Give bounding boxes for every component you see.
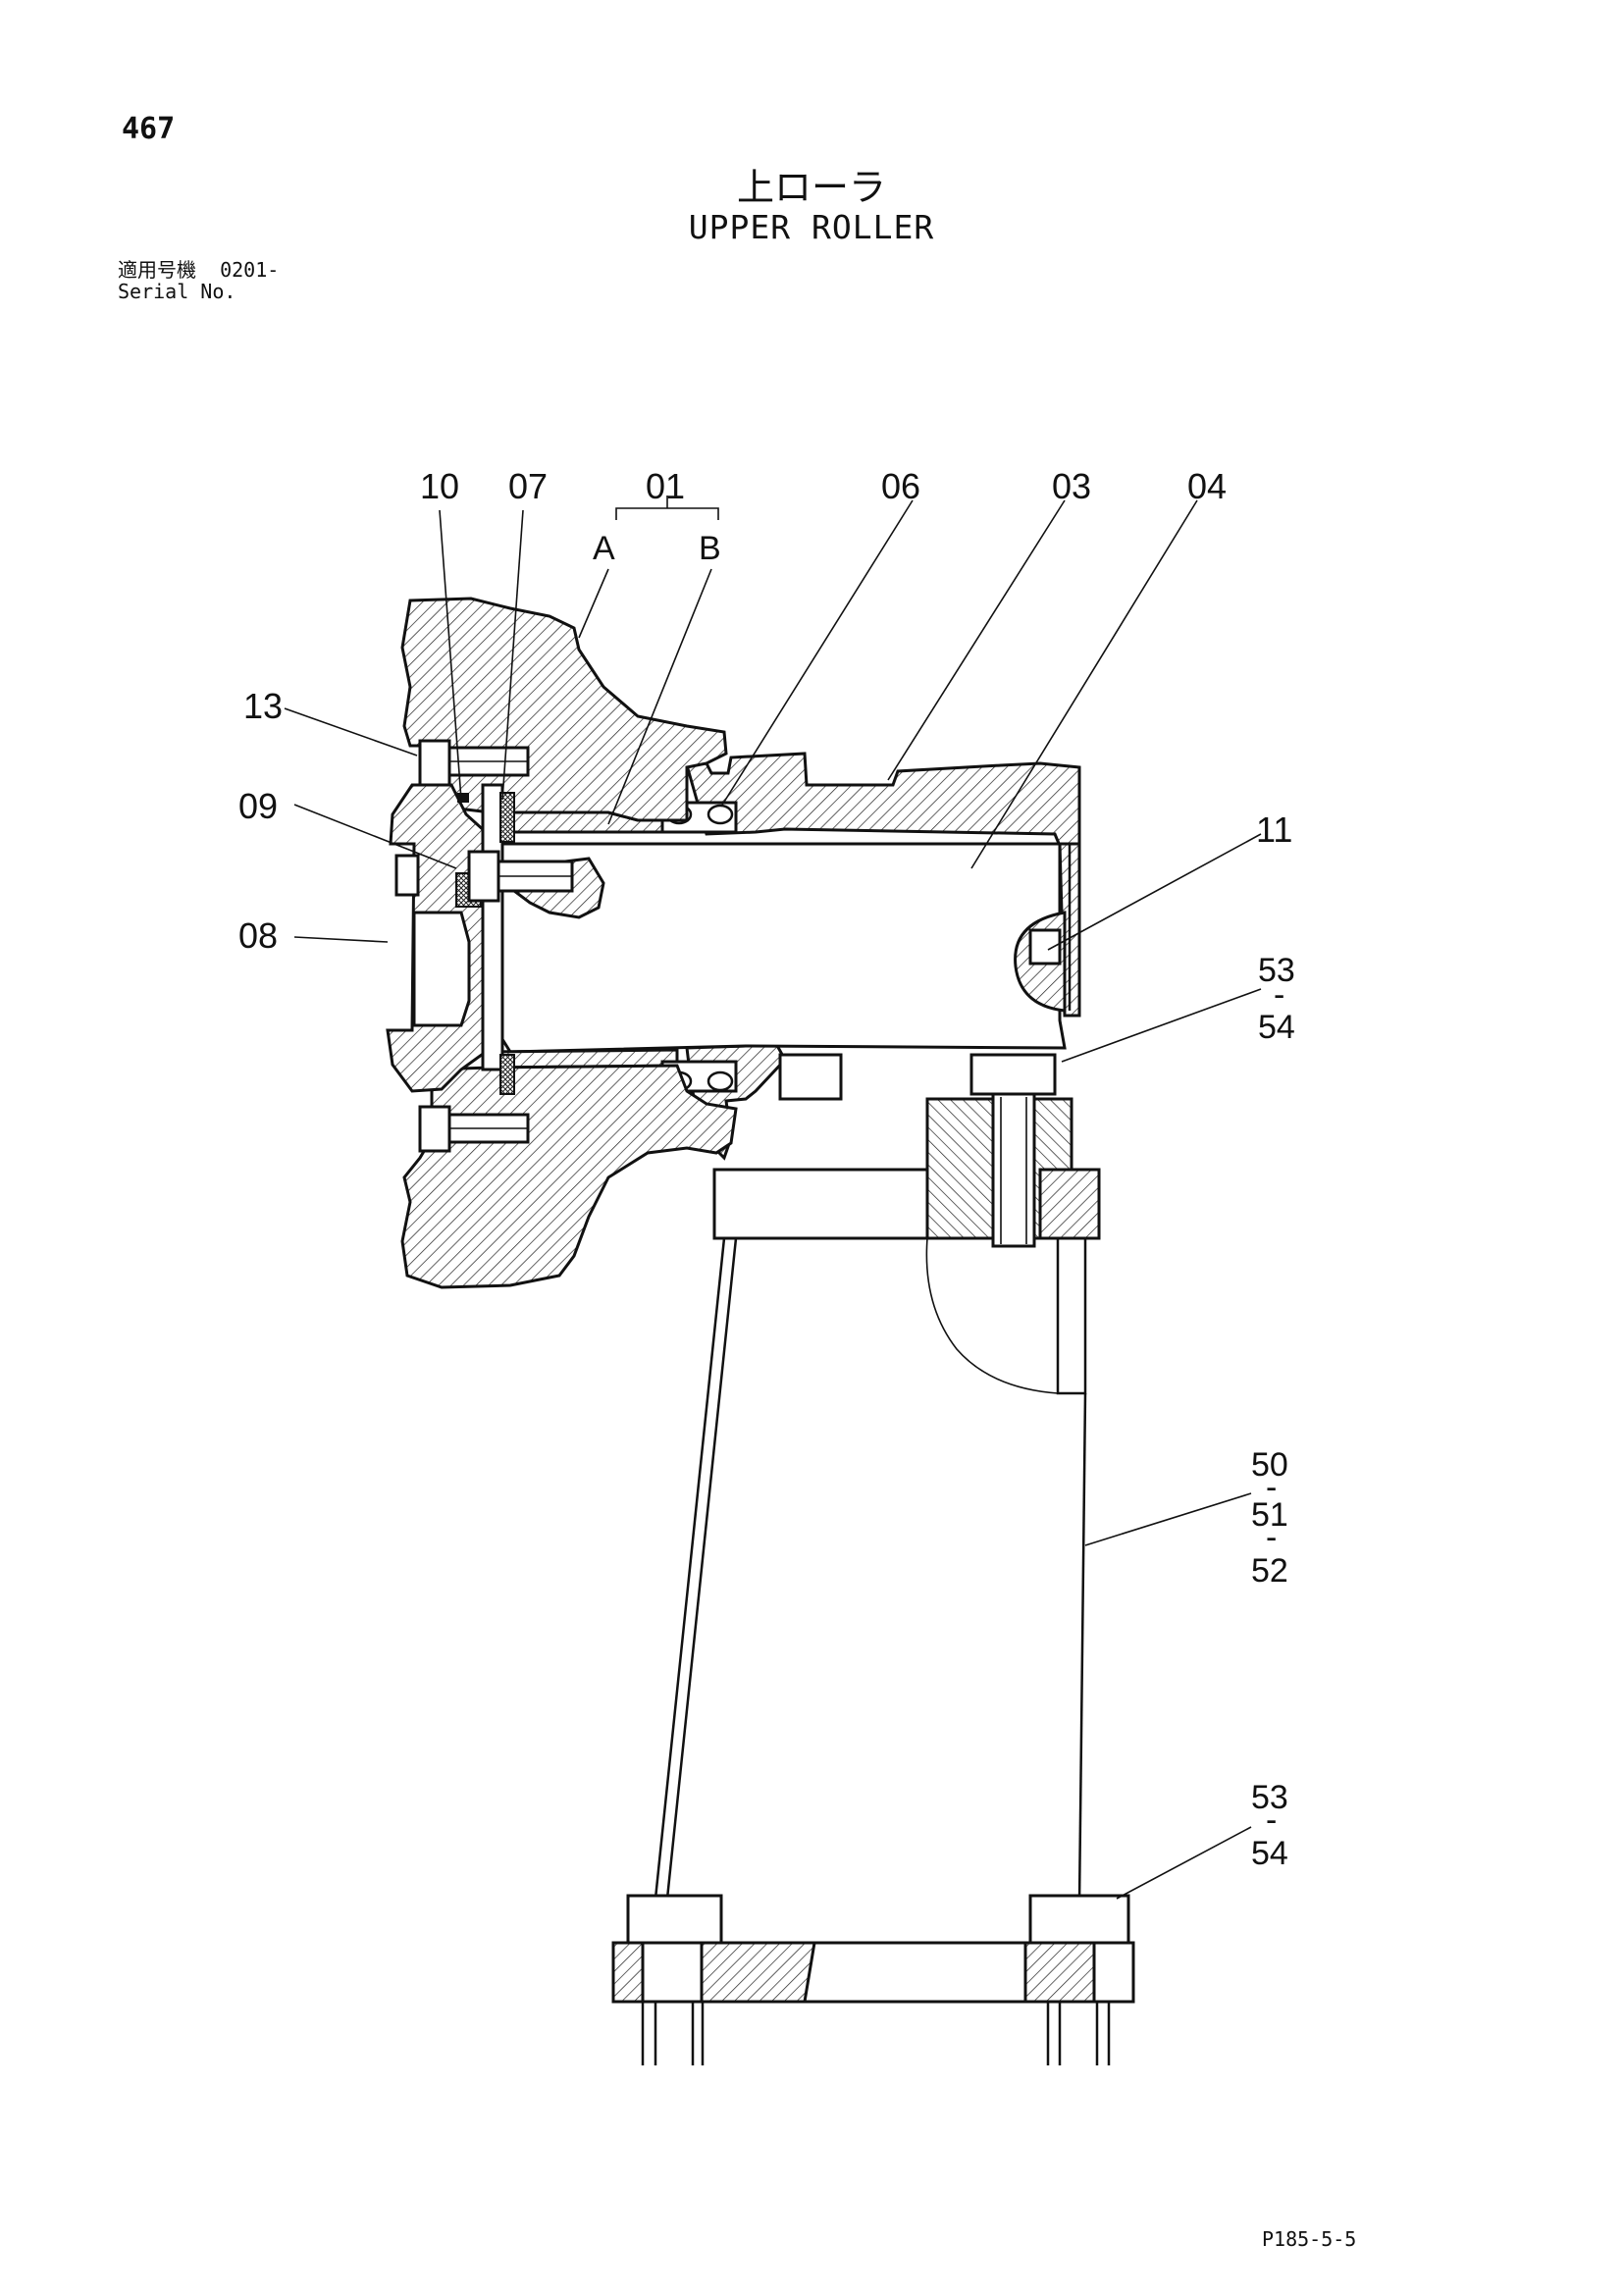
leader-lines xyxy=(284,496,1262,1900)
page-number: 467 xyxy=(122,112,176,146)
callout-04: 04 xyxy=(1187,466,1227,506)
serial-label-japanese: 適用号機 xyxy=(118,258,196,282)
callout-13: 13 xyxy=(243,686,283,726)
bolt-53-lower-right xyxy=(1028,1894,1130,2065)
bolt-13-lower xyxy=(418,1105,530,1153)
callout-54-upper: 54 xyxy=(1258,1009,1295,1046)
callout-08: 08 xyxy=(238,915,278,956)
serial-label: Serial No. xyxy=(118,280,236,303)
callout-54-lower: 54 xyxy=(1251,1835,1288,1872)
callout-01-a: A xyxy=(593,530,615,567)
callout-51: 51 xyxy=(1251,1496,1288,1534)
roller-assembly xyxy=(386,597,1081,1289)
bolt-13-upper xyxy=(418,739,530,787)
roller-shell-top xyxy=(685,752,1081,848)
callout-53-upper: 53 xyxy=(1258,952,1295,989)
page-title: UPPER ROLLER xyxy=(688,208,935,246)
bolt-53-upper xyxy=(969,1053,1057,1248)
o-ring xyxy=(457,793,469,803)
serial-number-block: 適用号機 0201- Serial No. xyxy=(118,259,279,302)
cover-recess xyxy=(412,911,471,1027)
callout-07: 07 xyxy=(508,466,548,506)
callout-50: 50 xyxy=(1251,1446,1288,1484)
center-bolt xyxy=(467,850,574,903)
housing-lower xyxy=(400,1064,738,1289)
page-title-japanese: 上ローラ xyxy=(736,166,886,209)
plug-bolt xyxy=(1028,928,1062,965)
seal-ring-upper xyxy=(499,792,515,843)
mounting-bracket xyxy=(611,1053,1135,2065)
callout-52: 52 xyxy=(1251,1552,1288,1590)
callout-01-b: B xyxy=(699,530,721,567)
cover-plug xyxy=(394,854,420,897)
callout-dash-50: - xyxy=(1266,1469,1277,1506)
callout-dash-lower: - xyxy=(1266,1801,1277,1839)
callout-09: 09 xyxy=(238,786,278,826)
callout-06: 06 xyxy=(881,466,920,506)
callout-53-lower: 53 xyxy=(1251,1779,1288,1816)
serial-value: 0201- xyxy=(220,258,280,282)
callout-03: 03 xyxy=(1052,466,1091,506)
callout-01: 01 xyxy=(646,466,685,506)
callout-dash-upper: - xyxy=(1274,976,1284,1014)
callout-dash-51: - xyxy=(1266,1519,1277,1556)
callout-10: 10 xyxy=(420,466,459,506)
seal-ring-lower xyxy=(499,1054,515,1095)
document-code: P185-5-5 xyxy=(1262,2227,1357,2251)
bolt-upper-left xyxy=(778,1053,843,1101)
callout-labels: 10 07 01 A B 06 03 04 13 09 08 11 53 - 5… xyxy=(238,466,1295,1872)
bolt-53-lower-left xyxy=(626,1894,723,2065)
callout-11: 11 xyxy=(1256,809,1292,850)
